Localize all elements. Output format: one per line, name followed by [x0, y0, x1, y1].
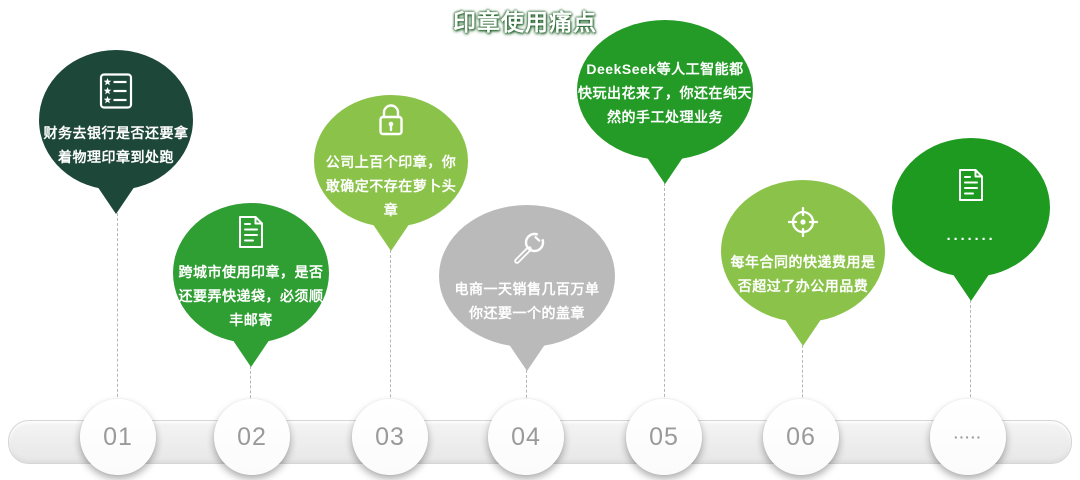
connector-line-7: [970, 300, 971, 432]
balloon-text: 公司上百个印章，你 敢确定不存在萝卜头 章: [325, 153, 457, 218]
lock-icon: [374, 101, 408, 139]
pain-balloon-3: 公司上百个印章，你 敢确定不存在萝卜头 章: [314, 95, 468, 251]
pain-balloon-2: 跨城市使用印章，是否 还要弄快递袋，必须顺 丰邮寄: [173, 203, 329, 367]
timeline-step-3: 03: [352, 399, 428, 475]
step-number: 05: [649, 422, 679, 451]
balloon-bubble: 财务去银行是否还要拿 着物理印章到处跑: [39, 50, 193, 190]
step-number-dots: ·····: [953, 429, 983, 445]
target-icon: [786, 205, 820, 239]
timeline-step-1: 01: [80, 399, 156, 475]
balloon-text: 每年合同的快递费用是 否超过了办公用品费: [730, 253, 876, 294]
pain-balloon-4: 电商一天销售几百万单 你还要一个的盖章: [439, 205, 615, 371]
step-number: 03: [375, 422, 405, 451]
timeline-step-more: ·····: [930, 399, 1006, 475]
pain-balloon-more: ·······: [892, 138, 1050, 301]
step-number: 06: [786, 422, 816, 451]
connector-line-1: [117, 213, 118, 432]
step-number: 02: [237, 422, 267, 451]
timeline-step-2: 02: [214, 399, 290, 475]
timeline-step-5: 05: [626, 399, 702, 475]
balloon-bubble: 跨城市使用印章，是否 还要弄快递袋，必须顺 丰邮寄: [173, 203, 329, 343]
balloon-text: 电商一天销售几百万单 你还要一个的盖章: [454, 280, 600, 321]
step-number: 04: [511, 422, 541, 451]
balloon-text: DeekSeek等人工智能都 快玩出花来了，你还在纯天 然的手工处理业务: [578, 61, 752, 125]
balloon-bubble: 每年合同的快递费用是 否超过了办公用品费: [721, 180, 885, 322]
wrench-icon: [508, 228, 546, 266]
document-icon: [955, 168, 987, 202]
balloon-bubble: 公司上百个印章，你 敢确定不存在萝卜头 章: [314, 95, 468, 227]
connector-line-6: [802, 345, 803, 432]
pain-balloon-6: 每年合同的快递费用是 否超过了办公用品费: [721, 180, 885, 346]
balloon-bubble: 电商一天销售几百万单 你还要一个的盖章: [439, 205, 615, 347]
balloon-bubble: DeekSeek等人工智能都 快玩出花来了，你还在纯天 然的手工处理业务: [577, 20, 753, 160]
timeline-step-4: 04: [488, 399, 564, 475]
checklist-icon: [98, 72, 134, 110]
pain-balloon-1: 财务去银行是否还要拿 着物理印章到处跑: [39, 50, 193, 214]
connector-line-3: [390, 250, 391, 432]
pain-balloon-5: DeekSeek等人工智能都 快玩出花来了，你还在纯天 然的手工处理业务: [577, 20, 753, 184]
document-icon: [235, 215, 267, 249]
balloon-text: 跨城市使用印章，是否 还要弄快递袋，必须顺 丰邮寄: [178, 263, 324, 328]
balloon-text: 财务去银行是否还要拿 着物理印章到处跑: [43, 124, 189, 165]
page-title: 印章使用痛点: [453, 9, 597, 35]
connector-line-5: [664, 183, 665, 432]
step-number: 01: [103, 422, 133, 451]
balloon-bubble: ·······: [892, 138, 1050, 277]
timeline-step-6: 06: [763, 399, 839, 475]
balloon-text-dots: ·······: [946, 231, 996, 248]
